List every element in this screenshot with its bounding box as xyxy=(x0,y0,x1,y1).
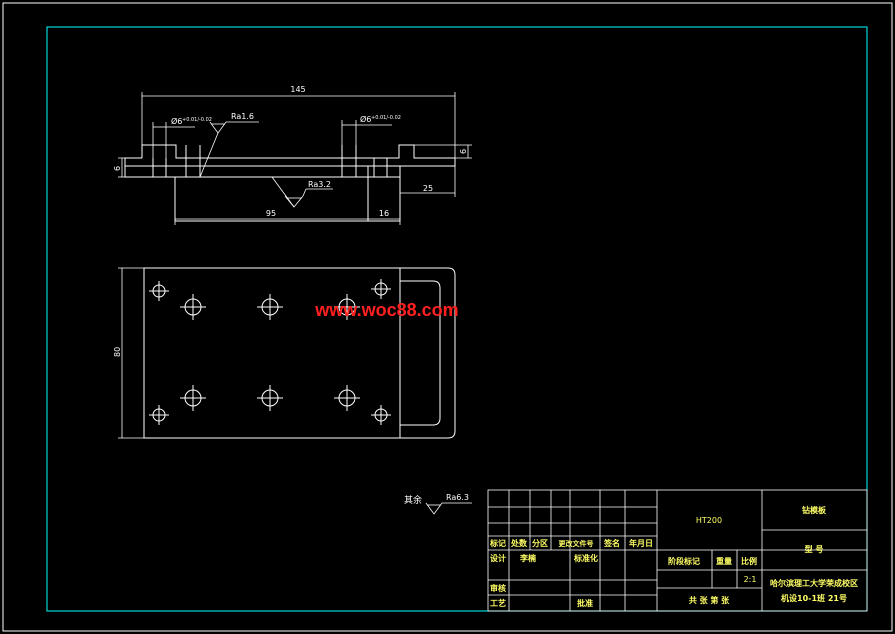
scale-value: 2:1 xyxy=(744,575,757,584)
part-name: 钻模板 xyxy=(802,505,827,515)
designer-name: 李楠 xyxy=(519,553,536,563)
model-label: 型 号 xyxy=(805,544,824,554)
material-text: HT200 xyxy=(696,516,722,525)
dim-tol-hole-left: +0.01/-0.02 xyxy=(182,117,212,123)
remaining-roughness-note: 其余 Ra6.3 xyxy=(404,493,472,515)
small-hole-3 xyxy=(149,405,169,425)
dim-text-25: 25 xyxy=(423,184,433,193)
large-hole-5 xyxy=(257,385,283,411)
design-label: 设计 xyxy=(490,553,506,563)
approve-label: 批准 xyxy=(577,598,593,608)
plan-view xyxy=(118,267,456,439)
dim-tol-hole-right: +0.01/-0.02 xyxy=(371,115,401,121)
dim-text-95: 95 xyxy=(266,209,276,218)
plan-outline xyxy=(143,267,456,439)
header-cell-6: 年月日 xyxy=(629,538,653,548)
front-view xyxy=(124,144,456,222)
small-hole-1 xyxy=(149,281,169,301)
weight-label: 重量 xyxy=(716,556,732,566)
dim-text-left-height: 6 xyxy=(113,166,122,171)
remaining-roughness-value: Ra6.3 xyxy=(446,493,469,502)
front-dimensions xyxy=(118,92,472,225)
dim-text-80: 80 xyxy=(113,347,122,357)
review-label: 审核 xyxy=(490,583,506,593)
header-cell-5: 签名 xyxy=(603,538,620,548)
header-cell-4: 更改文件号 xyxy=(559,539,594,548)
standardize-label: 标准化 xyxy=(573,553,598,563)
title-block-text: 标记 处数 分区 更改文件号 签名 年月日 设计 李楠 标准化 审核 工艺 批准… xyxy=(489,505,858,608)
roughness-symbol-top xyxy=(209,121,259,134)
roughness-text-slot: Ra3.2 xyxy=(308,180,331,189)
dim-text-hole-right: Ø6 xyxy=(360,114,371,124)
large-hole-4 xyxy=(180,385,206,411)
dim-text-right-height: 6 xyxy=(459,149,468,154)
large-hole-3 xyxy=(334,294,360,320)
stage-label: 阶段标记 xyxy=(668,556,700,566)
header-cell-2: 处数 xyxy=(510,538,528,548)
process-label: 工艺 xyxy=(490,598,506,608)
title-block-grid xyxy=(487,489,868,612)
drawing-frame xyxy=(46,26,868,612)
plan-holes xyxy=(149,279,391,425)
dim-text-16: 16 xyxy=(379,209,389,218)
watermark-text: www.woc88.com xyxy=(314,300,458,320)
roughness-text-top: Ra1.6 xyxy=(231,112,254,121)
scale-label: 比例 xyxy=(741,556,757,566)
header-cell-1: 标记 xyxy=(489,538,506,548)
sheets-label: 共 张 第 张 xyxy=(689,595,730,605)
large-hole-6 xyxy=(334,385,360,411)
large-hole-1 xyxy=(180,294,206,320)
dim-text-145: 145 xyxy=(290,85,305,94)
plan-right-step xyxy=(399,268,441,438)
dim-text-hole-left: Ø6 xyxy=(171,116,182,126)
class-info: 机设10-1班 21号 xyxy=(781,593,847,603)
school-name: 哈尔滨理工大学荣成校区 xyxy=(770,578,858,588)
remaining-label: 其余 xyxy=(404,494,422,506)
small-hole-2 xyxy=(371,279,391,299)
large-hole-2 xyxy=(257,294,283,320)
front-dimension-text: 145 Ø6 +0.01/-0.02 Ø6 +0.01/-0.02 Ra1.6 … xyxy=(113,85,468,218)
remaining-roughness-symbol xyxy=(425,502,472,515)
header-cell-3: 分区 xyxy=(532,538,548,548)
small-hole-4 xyxy=(371,405,391,425)
